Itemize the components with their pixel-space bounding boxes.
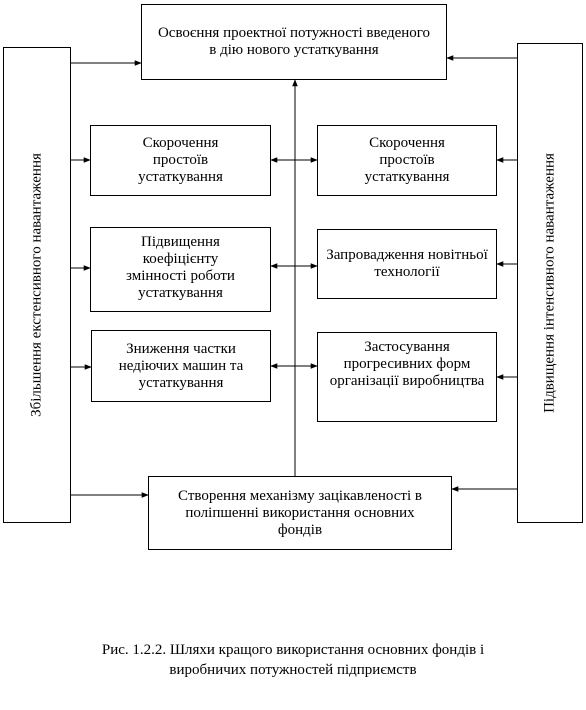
side-label-extensive: Збільшення екстенсивного навантаження [28,153,45,417]
box-left1-text: Скорочення простоїв устаткування [138,135,223,185]
box-left2-text: Підвищення коефіцієнту змінності роботи … [126,234,235,301]
box-top-text: Освоєння проектної потужності введеного … [157,25,431,58]
caption-line-2: виробничих потужностей підприємств [169,662,417,678]
box-left-idle-machines: Зниження частки недіючих машин та устатк… [91,330,271,402]
caption-line-1: Рис. 1.2.2. Шляхи кращого використання о… [101,642,485,658]
box-top-capacity: Освоєння проектної потужності введеного … [141,4,447,80]
box-left-shift-ratio: Підвищення коефіцієнту змінності роботи … [90,227,271,312]
box-right3-text: Застосування прогресивних форм організац… [329,339,485,389]
box-left3-text: Зниження частки недіючих машин та устатк… [118,340,244,391]
box-bottom-text: Створення механізму зацікавленості в пол… [178,487,422,538]
box-right-progressive-forms: Застосування прогресивних форм організац… [317,332,497,422]
box-right2-text: Запровадження новітньої технології [326,247,488,280]
box-right-new-technology: Запровадження новітньої технології [317,229,497,299]
box-right-downtime: Скорочення простоїв устаткування [317,125,497,196]
box-left-downtime: Скорочення простоїв устаткування [90,125,271,196]
figure-caption: Рис. 1.2.2. Шляхи кращого використання о… [20,640,566,680]
box-right1-text: Скорочення простоїв устаткування [364,135,450,185]
side-label-intensive: Підвищення інтенсивного навантаження [541,153,558,413]
box-bottom-incentive: Створення механізму зацікавленості в пол… [148,476,452,550]
side-block-extensive: Збільшення екстенсивного навантаження [3,47,71,523]
side-block-intensive: Підвищення інтенсивного навантаження [517,43,583,523]
